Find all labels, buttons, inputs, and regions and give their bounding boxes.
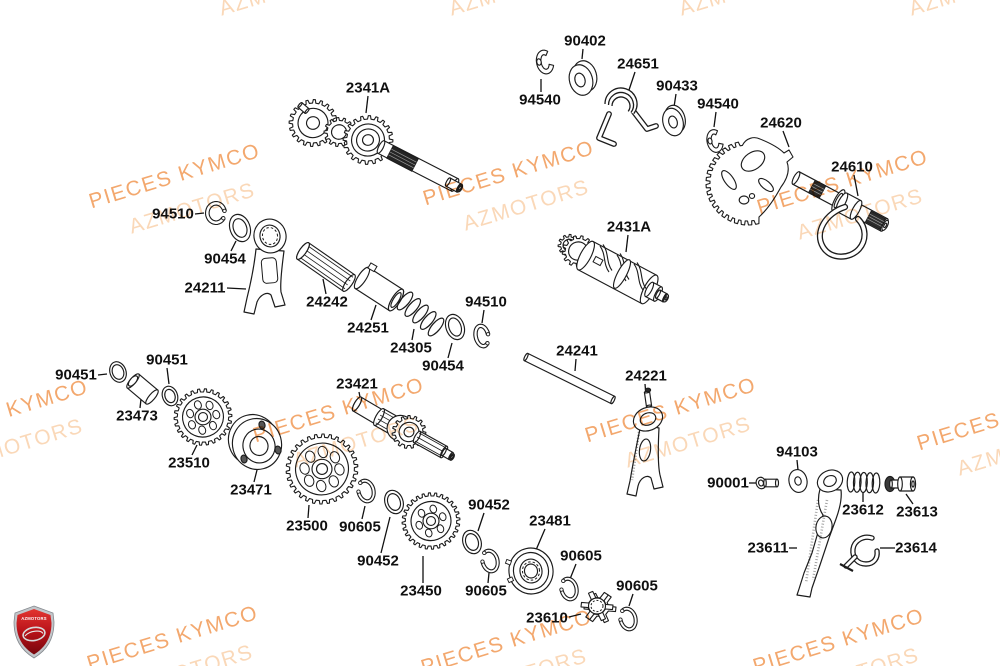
logo-text: AZMOTORS	[21, 616, 46, 621]
logo-swoosh	[24, 630, 44, 637]
azmotors-logo-badge: AZMOTORS	[13, 605, 55, 659]
logo-oval-emblem	[22, 626, 46, 642]
